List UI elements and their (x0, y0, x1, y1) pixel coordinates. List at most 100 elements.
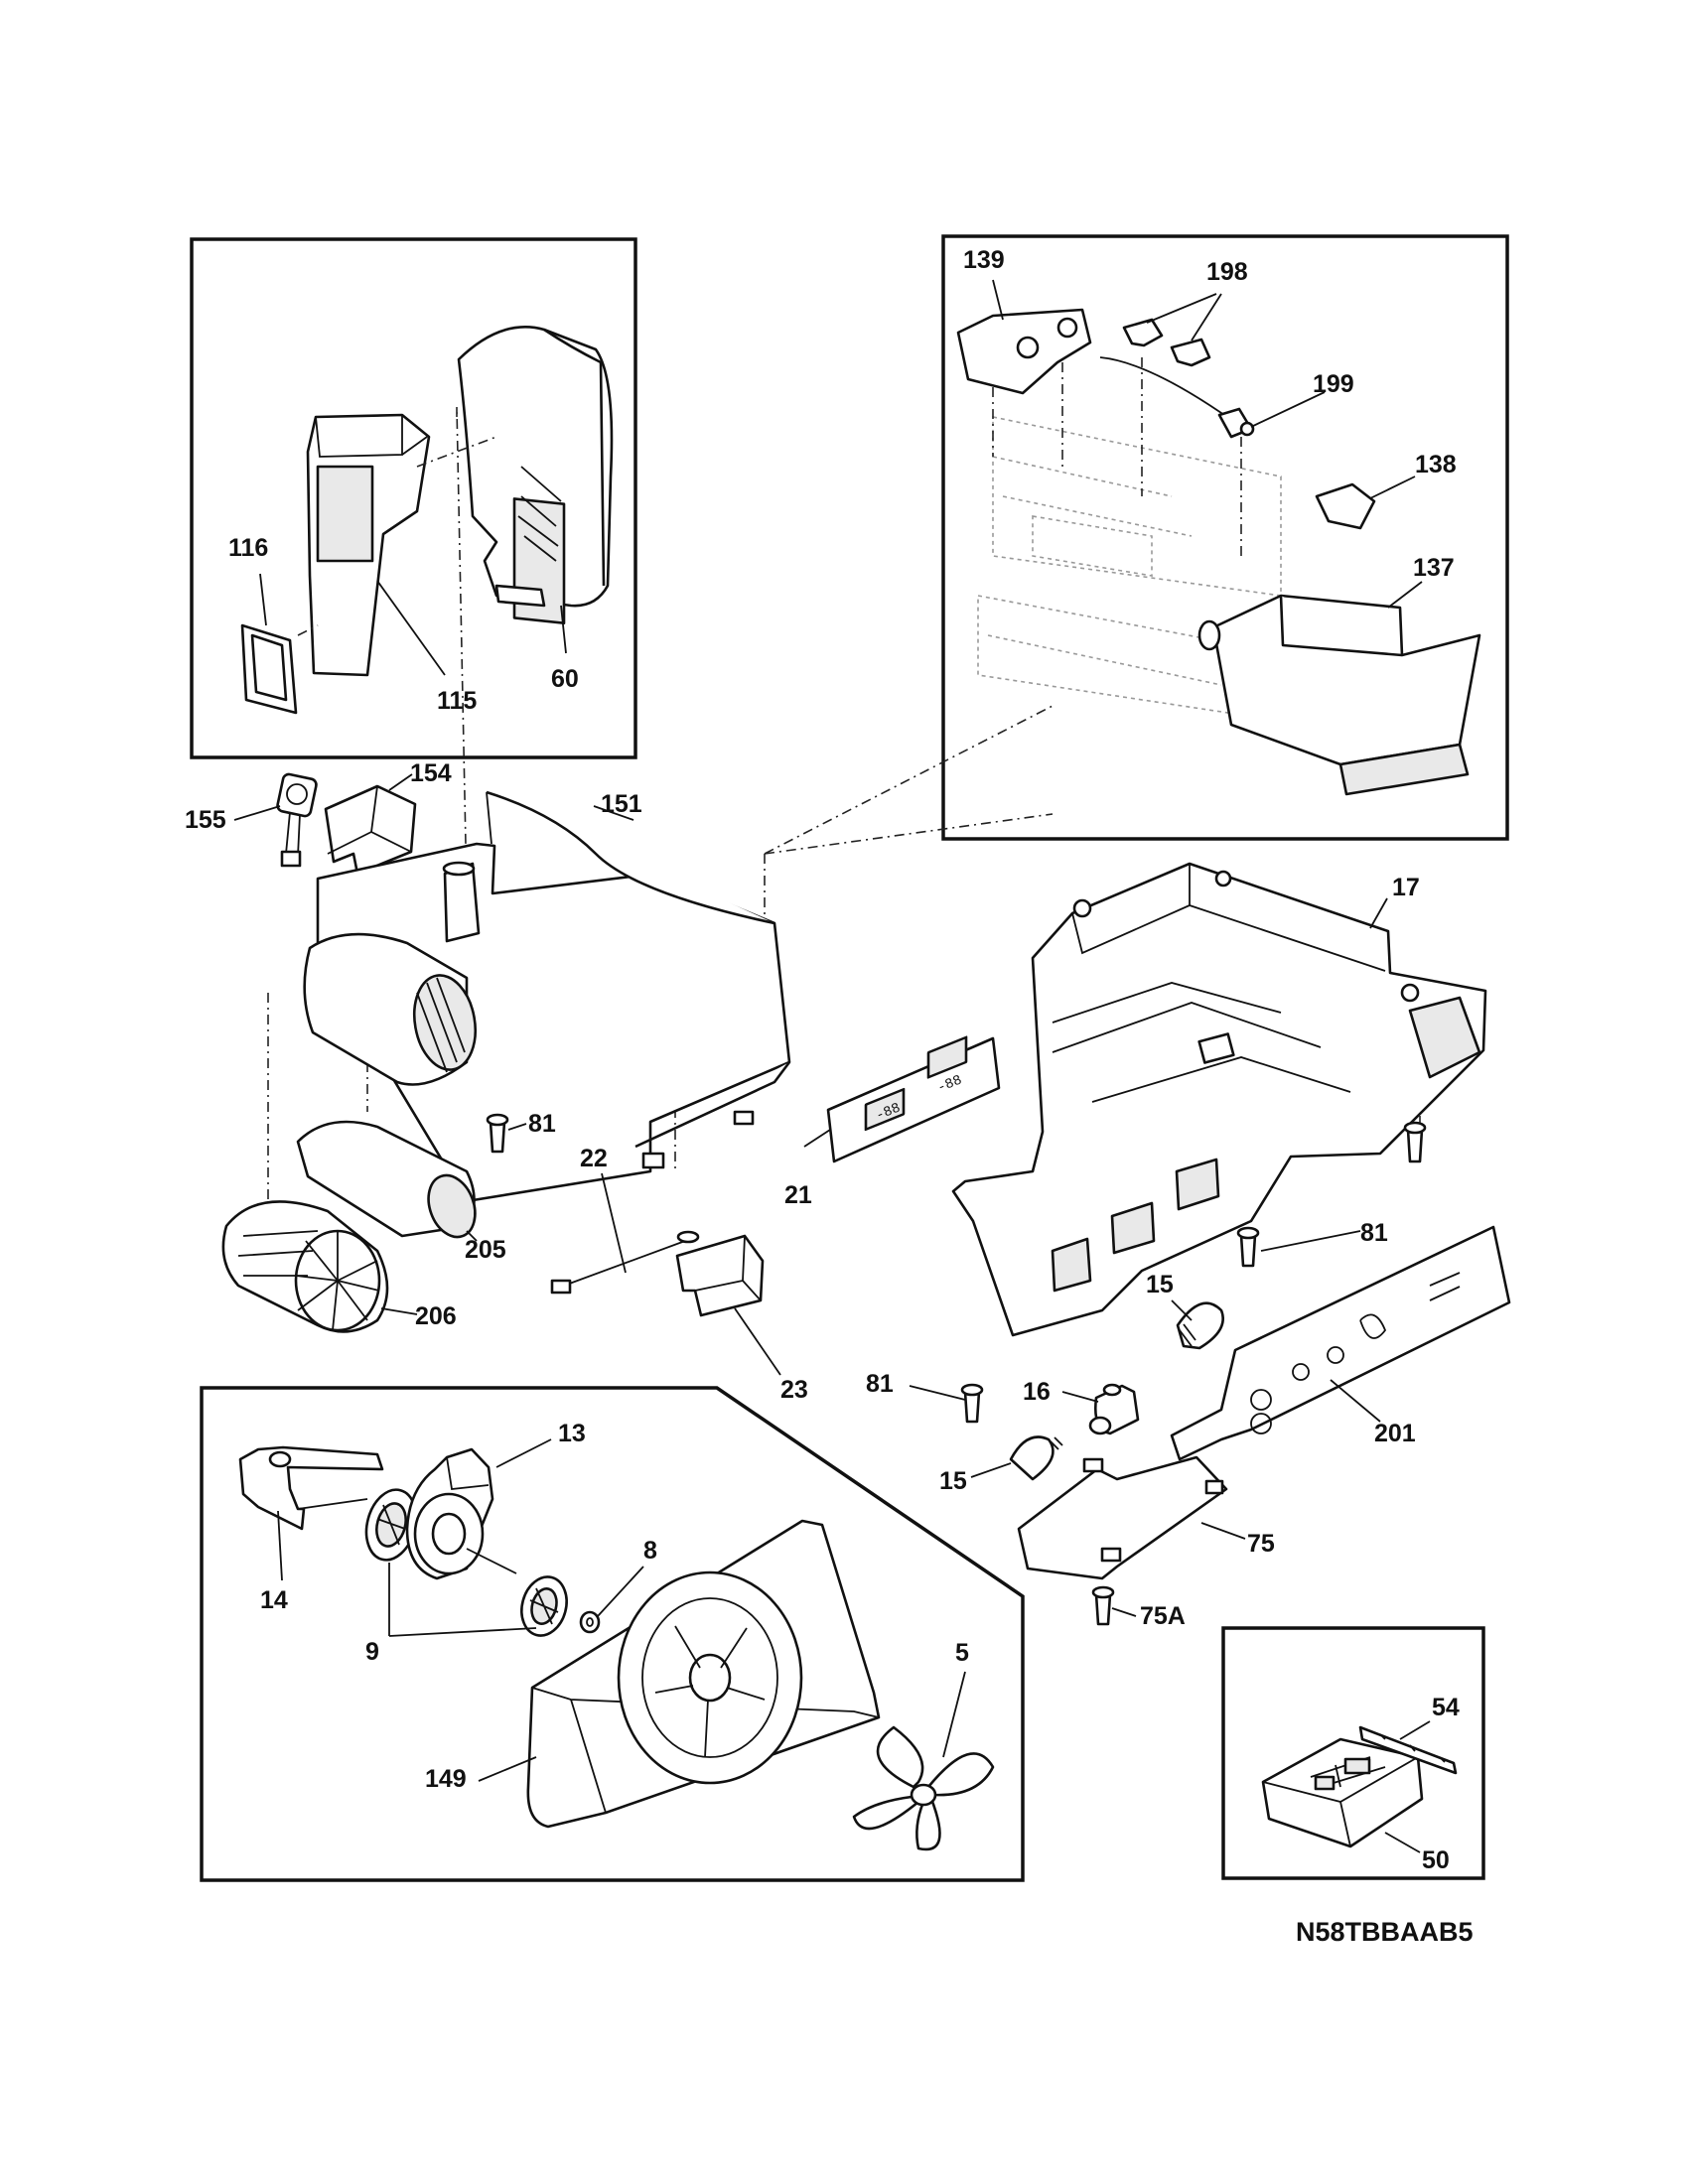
inset-frame-top-left (190, 237, 637, 759)
leader-151 (593, 805, 634, 821)
leader-198b (1191, 293, 1222, 341)
leader-116 (259, 573, 267, 626)
part-138-bracket (1315, 482, 1376, 530)
part-151-knob (442, 861, 481, 943)
label-15a: 15 (1146, 1271, 1174, 1298)
leader-9b (388, 1627, 537, 1637)
part-9-wheel-b (520, 1575, 568, 1637)
leader-75 (1200, 1522, 1246, 1540)
part-13-motor (405, 1447, 517, 1580)
label-151: 151 (601, 790, 642, 818)
leader-138 (1369, 476, 1416, 499)
inset-bottom-left: 14 9 13 8 (200, 1386, 1025, 1882)
part-22-harness (550, 1230, 700, 1295)
part-205-scoop (296, 1120, 477, 1239)
leader-8 (597, 1566, 644, 1617)
part-75a-screw (1091, 1585, 1115, 1626)
label-9: 9 (365, 1638, 379, 1666)
label-5: 5 (955, 1639, 969, 1667)
label-15b: 15 (939, 1467, 967, 1495)
part-14-bracket (238, 1445, 384, 1531)
leader-5 (942, 1671, 966, 1758)
part-116-gasket (240, 623, 319, 715)
leader-22 (601, 1172, 627, 1274)
part-8-washer (579, 1610, 601, 1634)
leader-50 (1384, 1832, 1421, 1853)
label-138: 138 (1415, 451, 1457, 478)
label-23: 23 (780, 1376, 808, 1404)
part-fan-drum (303, 932, 477, 1086)
label-22: 22 (580, 1145, 608, 1172)
leader-81c (909, 1385, 966, 1401)
part-137-chute (1197, 594, 1481, 796)
middle-assembly: 155 154 151 (185, 406, 1511, 1630)
part-155-sensor (276, 772, 318, 868)
part-154-cover (324, 784, 417, 876)
label-206: 206 (415, 1302, 457, 1330)
label-81b: 81 (1360, 1219, 1388, 1247)
part-81-screw-c (1236, 1226, 1260, 1268)
label-8: 8 (643, 1537, 657, 1565)
leader-15a (1171, 1299, 1193, 1321)
leader-137 (1387, 581, 1423, 609)
part-16-socket (1088, 1383, 1140, 1435)
leader-21 (803, 1129, 831, 1148)
label-115: 115 (437, 687, 477, 715)
label-205: 205 (465, 1236, 506, 1264)
leader-205 (466, 1230, 478, 1242)
leader-206 (380, 1307, 418, 1315)
part-5-blade (852, 1725, 995, 1851)
leader-17 (1369, 897, 1388, 929)
leader-139 (992, 279, 1004, 321)
leader-115 (376, 580, 446, 676)
part-15-bulb-b (1009, 1435, 1063, 1481)
leader-75a (1111, 1607, 1137, 1617)
part-151-duct (316, 790, 791, 1203)
label-137: 137 (1413, 554, 1455, 582)
part-149-shroud (526, 1519, 881, 1829)
part-81-screw-d (960, 1383, 984, 1424)
filter-spokes (295, 1231, 380, 1331)
leader-23 (734, 1307, 781, 1376)
label-75a: 75A (1140, 1602, 1186, 1630)
label-54: 54 (1432, 1694, 1460, 1721)
leader-198a (1146, 293, 1217, 324)
part-81-screw-b (1403, 1121, 1427, 1163)
label-16: 16 (1023, 1378, 1051, 1406)
inset-top-left: 116 115 60 (190, 237, 637, 759)
leader-154 (388, 773, 413, 791)
part-23-cap (675, 1234, 765, 1317)
label-155: 155 (185, 806, 226, 834)
leader-15b (970, 1462, 1012, 1478)
label-199: 199 (1313, 370, 1354, 398)
part-199-harness (1099, 356, 1255, 556)
label-201: 201 (1374, 1420, 1416, 1447)
label-154: 154 (410, 759, 452, 787)
leader-60 (560, 605, 567, 654)
label-17: 17 (1392, 874, 1420, 901)
part-198-clips (1122, 318, 1211, 367)
leader-13 (495, 1438, 552, 1468)
assembly-line-a (456, 406, 468, 894)
leader-149 (478, 1756, 537, 1782)
label-116: 116 (228, 534, 268, 562)
label-139: 139 (963, 246, 1005, 274)
inset-frame-bottom-right (1221, 1626, 1485, 1880)
leader-201 (1330, 1379, 1381, 1423)
label-14: 14 (260, 1586, 288, 1614)
part-15-bulb-a (1176, 1301, 1224, 1350)
label-81a: 81 (528, 1110, 556, 1138)
inset-frame-top-right (941, 234, 1509, 841)
leader-14 (277, 1510, 283, 1581)
part-81-screw-a (486, 1113, 509, 1154)
leader-155 (233, 805, 281, 821)
part-21-board: -88 -88 (826, 1035, 1001, 1163)
part-60-housing (457, 326, 614, 625)
leader-16 (1061, 1391, 1099, 1403)
label-60: 60 (551, 665, 579, 693)
inset-frame-bottom-left (200, 1386, 1025, 1882)
part-206-filter (221, 1200, 389, 1333)
leader-54 (1399, 1720, 1431, 1740)
inset-top-right: 139 198 199 138 137 (941, 234, 1509, 841)
